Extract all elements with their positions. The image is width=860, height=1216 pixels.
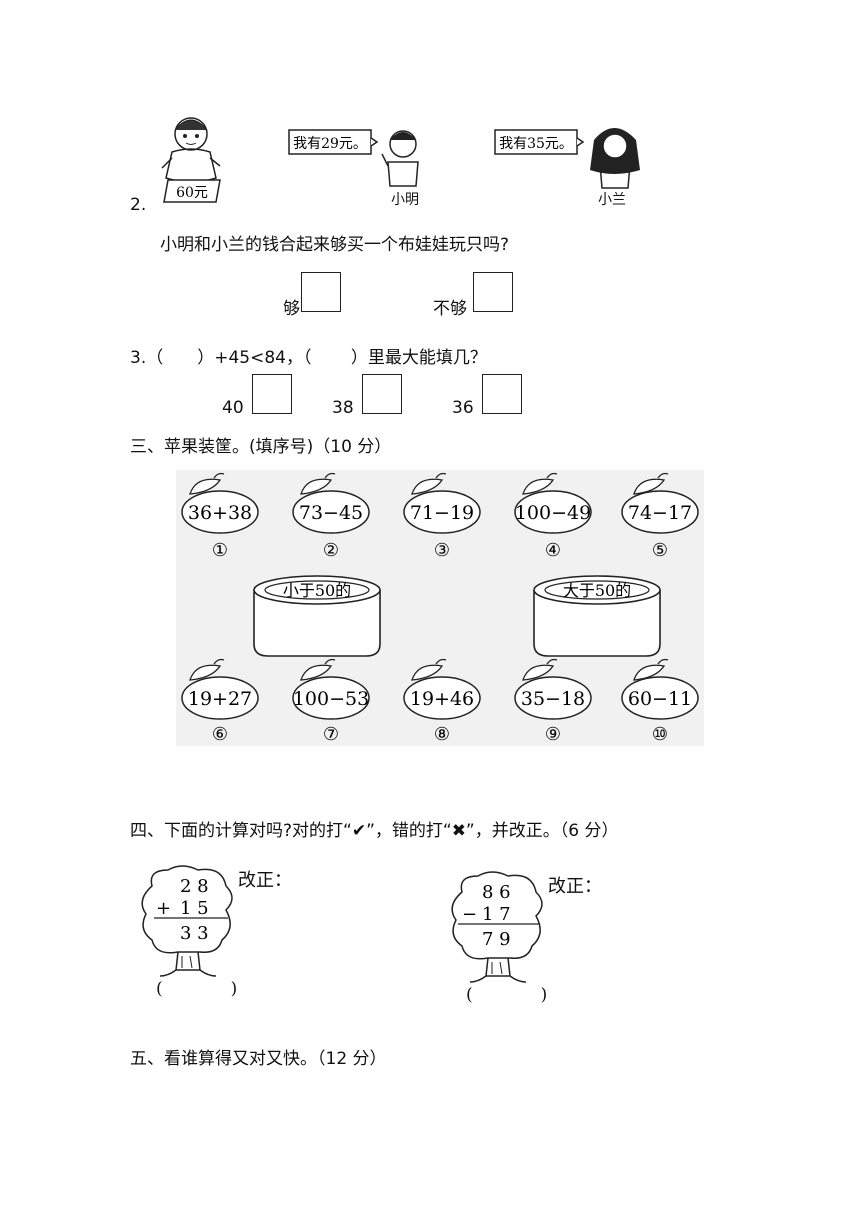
apple-10-num: ⑩ bbox=[652, 724, 668, 745]
section-4-title: 四、下面的计算对吗?对的打“✔”，错的打“✖”，并改正。（6 分） bbox=[130, 821, 619, 841]
apple-2-expr: 73−45 bbox=[299, 502, 363, 524]
svg-text:我有29元。: 我有29元。 bbox=[293, 136, 367, 152]
tree-2-answer-parens[interactable]: ( ) bbox=[466, 985, 548, 1005]
apple-3: 71−19 ③ bbox=[403, 472, 481, 561]
answer-box-enough[interactable] bbox=[301, 272, 341, 312]
apple-9-expr: 35−18 bbox=[521, 688, 585, 710]
doll-price: 60元 bbox=[176, 185, 208, 201]
apple-1: 36+38 ① bbox=[181, 472, 259, 561]
apple-8-expr: 19+46 bbox=[410, 688, 474, 710]
tree-1-op: + bbox=[156, 898, 171, 919]
basket-less-than-50: 小于50的 bbox=[253, 575, 381, 657]
option-36-label: 36 bbox=[452, 398, 474, 418]
answer-box-not-enough[interactable] bbox=[473, 272, 513, 312]
apple-9-num: ⑨ bbox=[545, 724, 561, 745]
apple-8-num: ⑧ bbox=[434, 724, 450, 745]
apple-7: 100−53 ⑦ bbox=[292, 658, 370, 745]
apple-4-expr: 100−49 bbox=[515, 502, 591, 524]
option-38-label: 38 bbox=[332, 398, 354, 418]
apple-9: 35−18 ⑨ bbox=[514, 658, 592, 745]
basket-less-label: 小于50的 bbox=[283, 581, 351, 600]
apple-figure-svg: 36+38 ① 73−45 ② 71−19 ③ 100−49 ④ bbox=[181, 472, 699, 745]
apple-6-expr: 19+27 bbox=[188, 688, 252, 710]
apple-7-expr: 100−53 bbox=[293, 688, 369, 710]
apple-4: 100−49 ④ bbox=[514, 472, 592, 561]
option-not-enough-label: 不够 bbox=[433, 299, 467, 319]
xiaoming-illustration bbox=[381, 130, 419, 187]
apple-6-num: ⑥ bbox=[212, 724, 228, 745]
basket-greater-label: 大于50的 bbox=[563, 581, 631, 600]
apple-sorting-figure: 36+38 ① 73−45 ② 71−19 ③ 100−49 ④ bbox=[176, 470, 704, 746]
apple-10-expr: 60−11 bbox=[628, 688, 692, 710]
apple-4-num: ④ bbox=[545, 540, 561, 561]
apple-10: 60−11 ⑩ bbox=[621, 658, 699, 745]
price-tag: 60元 bbox=[163, 179, 221, 203]
section-3-title: 三、苹果装筐。(填序号)（10 分） bbox=[130, 437, 392, 457]
answer-box-36[interactable] bbox=[482, 374, 522, 414]
answer-box-40[interactable] bbox=[252, 374, 292, 414]
question-2-text: 小明和小兰的钱合起来够买一个布娃娃玩只吗? bbox=[160, 235, 510, 255]
xiaoming-name: 小明 bbox=[391, 192, 419, 208]
tree-1-correction-label: 改正： bbox=[238, 870, 292, 891]
xiaolan-speech-bubble: 我有35元。 bbox=[494, 129, 584, 155]
tree-2-illustration: 8 6 − 1 7 7 9 bbox=[451, 871, 543, 983]
xiaoming-speech-bubble: 我有29元。 bbox=[288, 129, 378, 155]
apple-2-num: ② bbox=[323, 540, 339, 561]
apple-1-expr: 36+38 bbox=[188, 502, 252, 524]
tree-1-result: 3 3 bbox=[180, 923, 209, 944]
apple-5: 74−17 ⑤ bbox=[621, 472, 699, 561]
apple-8: 19+46 ⑧ bbox=[403, 658, 481, 745]
question-number-2: 2. bbox=[130, 195, 147, 215]
tree-2-op: − bbox=[462, 904, 477, 925]
answer-box-38[interactable] bbox=[362, 374, 402, 414]
tree-2-top: 8 6 bbox=[482, 882, 511, 903]
apple-5-num: ⑤ bbox=[652, 540, 668, 561]
apple-7-num: ⑦ bbox=[323, 724, 339, 745]
section-5-title: 五、看谁算得又对又快。（12 分） bbox=[130, 1049, 387, 1069]
question-3-text: 3.（ ）+45<84，（ ）里最大能填几？ bbox=[130, 348, 487, 368]
apple-5-expr: 74−17 bbox=[628, 502, 692, 524]
xiaolan-name: 小兰 bbox=[598, 192, 626, 208]
option-enough-label: 够 bbox=[283, 299, 300, 319]
xiaolan-illustration bbox=[590, 128, 640, 189]
basket-greater-than-50: 大于50的 bbox=[533, 575, 661, 657]
svg-text:我有35元。: 我有35元。 bbox=[499, 136, 573, 152]
tree-1-answer-parens[interactable]: ( ) bbox=[156, 979, 238, 999]
apple-3-num: ③ bbox=[434, 540, 450, 561]
doll-illustration bbox=[161, 117, 221, 183]
tree-2-mid: 1 7 bbox=[482, 904, 511, 925]
tree-2-correction-label: 改正： bbox=[548, 876, 602, 897]
tree-1-mid: 1 5 bbox=[180, 898, 209, 919]
option-40-label: 40 bbox=[222, 398, 244, 418]
apple-6: 19+27 ⑥ bbox=[181, 658, 259, 745]
apple-3-expr: 71−19 bbox=[410, 502, 474, 524]
apple-1-num: ① bbox=[212, 540, 228, 561]
apple-2: 73−45 ② bbox=[292, 472, 370, 561]
tree-2-result: 7 9 bbox=[482, 929, 511, 950]
tree-1-top: 2 8 bbox=[180, 876, 209, 897]
tree-1-illustration: 2 8 + 1 5 3 3 bbox=[141, 865, 233, 977]
